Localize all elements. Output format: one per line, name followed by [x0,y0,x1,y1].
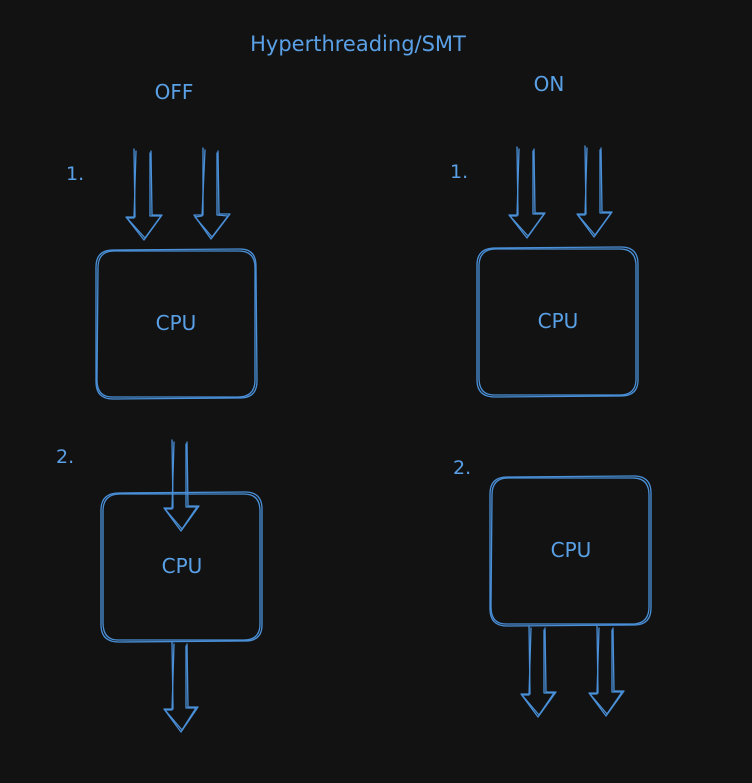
on-step1-cpu-box [476,246,639,398]
on-step2-arrow-out-left [520,625,557,718]
on-step1-arrow-left [508,146,546,239]
on-step2-number: 2. [453,457,471,479]
off-step1-cpu-label: CPU [156,311,197,335]
off-step1-arrow-left [125,148,163,241]
diagram-title: Hyperthreading/SMT [250,32,466,56]
on-step1-number: 1. [450,161,468,183]
on-step2-cpu-box [489,475,652,627]
off-step2-cpu-label: CPU [162,554,203,578]
off-step2-cpu-box [100,491,263,643]
off-step1-arrow-right [193,147,231,240]
on-step2-cpu-label: CPU [551,538,592,562]
off-step2-number: 2. [56,446,74,468]
on-step1-cpu-label: CPU [538,309,579,333]
on-step1-arrow-right [576,145,613,238]
off-heading: OFF [155,80,194,104]
on-step2-arrow-out-right [588,625,625,717]
off-step1-number: 1. [66,163,84,185]
off-step2-arrow-in [163,439,200,532]
off-step2-arrow-out [163,641,199,733]
off-step1-cpu-box [95,248,258,400]
on-heading: ON [534,72,565,96]
